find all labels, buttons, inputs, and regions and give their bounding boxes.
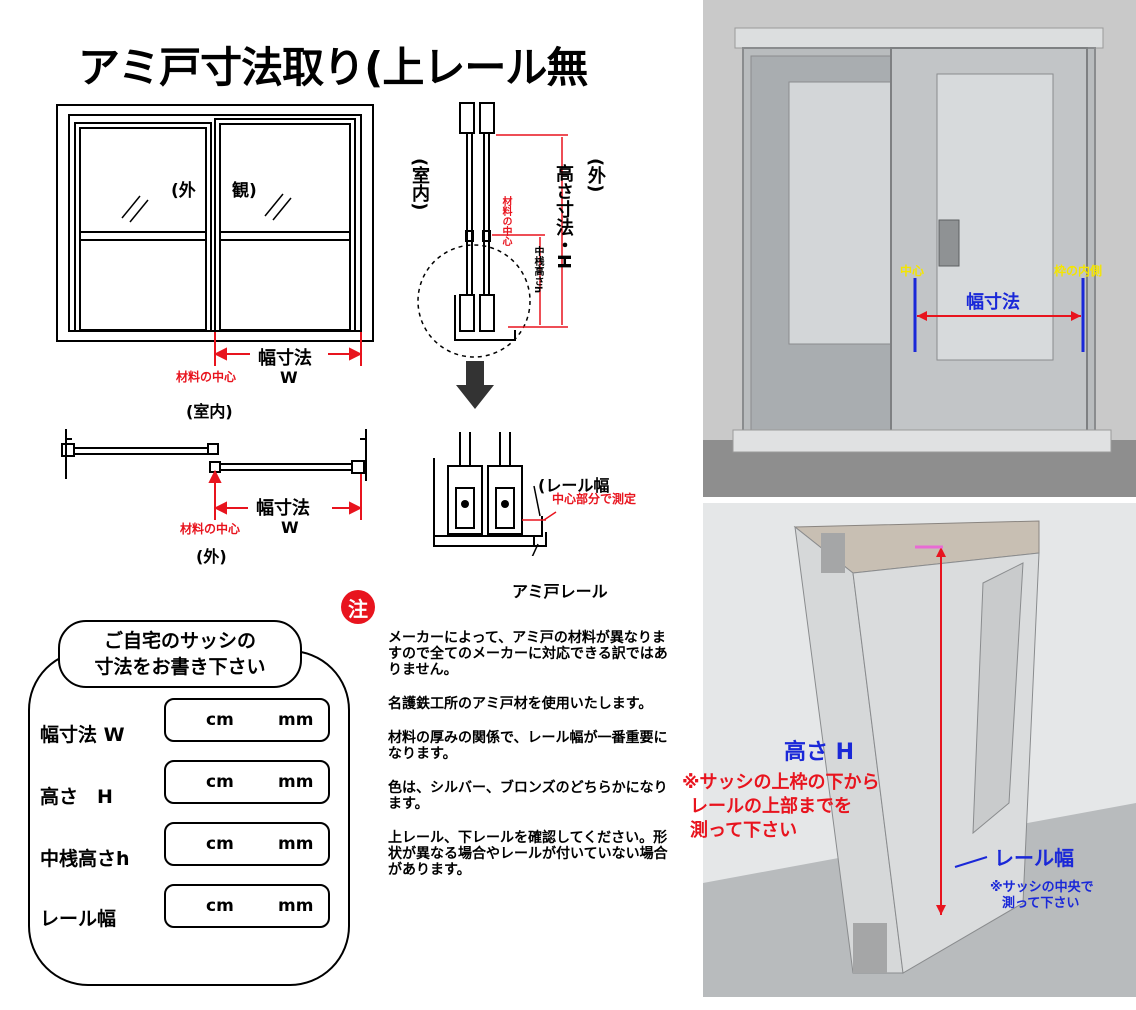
rail-width-label: (レール幅	[538, 476, 610, 495]
mid-height-field-cm: cm	[206, 834, 234, 854]
width-field[interactable]: cm mm	[164, 698, 330, 742]
front-center-label: 材料の中心	[176, 370, 237, 384]
plan-width-label: 幅寸法	[256, 498, 310, 519]
photo2-height-note-line1: ※サッシの上枠の下から	[682, 772, 880, 793]
plan-width-symbol: W	[281, 518, 299, 537]
width-field-cm: cm	[206, 710, 234, 730]
photo1-width-label: 幅寸法	[966, 292, 1020, 313]
note-paragraph: 材料の厚みの関係で、レール幅が一番重要になります。	[388, 730, 668, 762]
plan-diagram	[61, 429, 367, 520]
height-field[interactable]: cm mm	[164, 760, 330, 804]
section-height-label: 高さ寸法・H	[553, 164, 574, 270]
photo2-height-label: 高さ H	[784, 740, 855, 765]
front-appearance-label: 観)	[232, 181, 257, 201]
front-width-label: 幅寸法	[258, 348, 312, 369]
photo2-rail-label: レール幅	[994, 846, 1074, 870]
photo2-rail-note-line1: ※サッシの中央で	[990, 880, 1094, 895]
section-center-label: 材料の中心	[500, 196, 511, 246]
photo2-height-note-line3: 測って下さい	[690, 820, 798, 841]
note-paragraph: 色は、シルバー、ブロンズのどちらかになります。	[388, 780, 668, 812]
notes: メーカーによって、アミ戸の材料が異なりますので全てのメーカーに対応できる訳ではあ…	[388, 630, 678, 896]
plan-indoor-label: (室内)	[186, 402, 233, 421]
front-width-symbol: W	[280, 368, 298, 387]
mid-height-field[interactable]: cm mm	[164, 822, 330, 866]
height-field-label: 高さ H	[40, 786, 113, 808]
photo1-center-label: 中心	[900, 264, 925, 278]
rail-detail-diagram	[433, 432, 557, 556]
note-paragraph: メーカーによって、アミ戸の材料が異なりますので全てのメーカーに対応できる訳ではあ…	[388, 630, 668, 678]
rail-width-field-label: レール幅	[40, 908, 117, 930]
photo2-rail-note-line2: 測って下さい	[1002, 896, 1080, 911]
note-paragraph: 名護鉄工所のアミ戸材を使用いたします。	[388, 696, 653, 712]
section-indoor-label: (室内)	[409, 158, 430, 211]
rail-width-field-mm: mm	[278, 896, 314, 916]
rail-width-field-cm: cm	[206, 896, 234, 916]
photo1-frame-inner-label: 枠の内側	[1054, 264, 1103, 278]
page-title: アミ戸寸法取り(上レール無	[78, 43, 588, 92]
sash-side-illustration	[703, 503, 1136, 997]
height-field-cm: cm	[206, 772, 234, 792]
section-mid-height-label: 中桟高さh	[532, 246, 543, 294]
plan-outdoor-label: (外)	[196, 547, 227, 566]
width-field-mm: mm	[278, 710, 314, 730]
plan-center-label: 材料の中心	[180, 522, 241, 536]
section-diagram	[417, 102, 568, 409]
photo2-height-note-line2: レールの上部までを	[690, 796, 852, 817]
mid-height-field-label: 中桟高さh	[40, 848, 130, 870]
sash-front-photo	[703, 0, 1136, 497]
front-outside-label: (外	[171, 181, 196, 201]
form-title-line2: 寸法をお書き下さい	[94, 656, 266, 678]
form-title-line1: ご自宅のサッシの	[103, 630, 256, 652]
note-badge: 注	[341, 590, 375, 624]
height-field-mm: mm	[278, 772, 314, 792]
front-window-diagram	[56, 104, 374, 366]
sash-front-illustration	[703, 0, 1136, 497]
width-field-label: 幅寸法 W	[40, 724, 125, 746]
section-outdoor-label: (外)	[585, 158, 606, 193]
mid-height-field-mm: mm	[278, 834, 314, 854]
rail-label: アミ戸レール	[512, 582, 608, 601]
sash-side-photo	[703, 503, 1136, 997]
form-title: ご自宅のサッシの 寸法をお書き下さい	[58, 620, 302, 688]
note-paragraph: 上レール、下レールを確認してください。形状が異なる場合やレールが付いていない場合…	[388, 830, 668, 878]
rail-width-field[interactable]: cm mm	[164, 884, 330, 928]
rail-width-note: 中心部分で測定	[552, 492, 637, 506]
